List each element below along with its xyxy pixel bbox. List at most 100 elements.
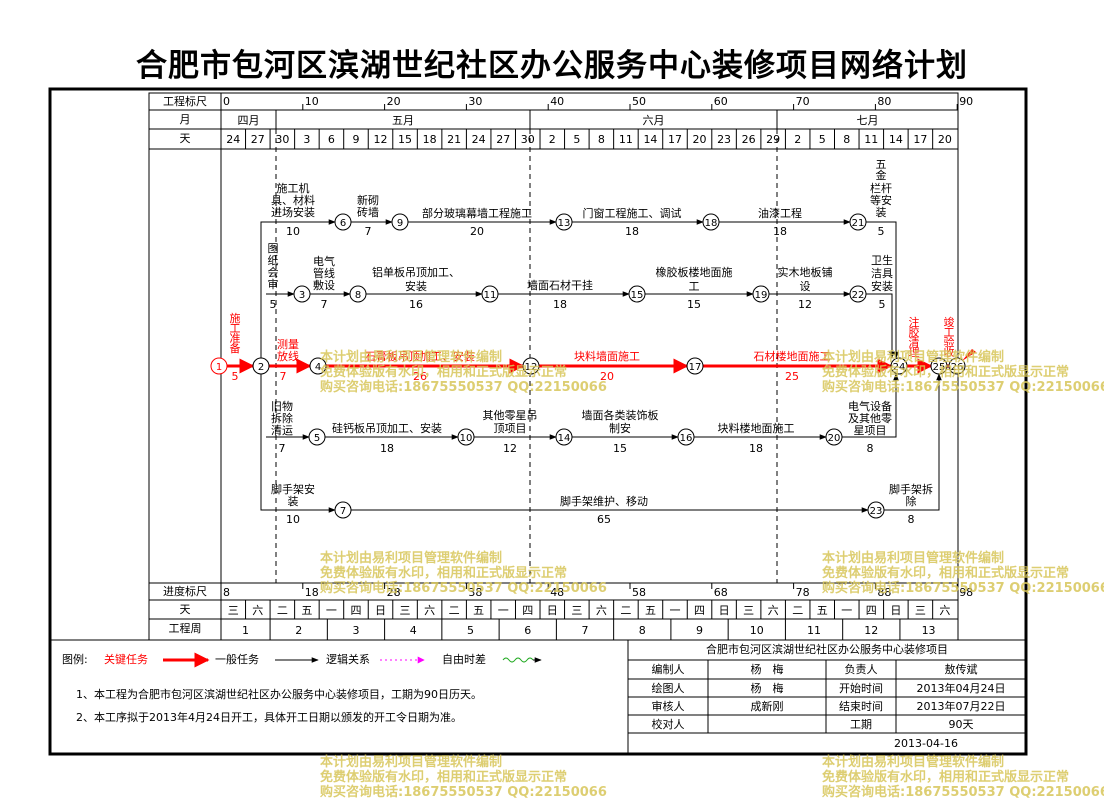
- event-node-number: 6: [340, 218, 346, 229]
- activity-label: 脚手架拆: [889, 482, 933, 496]
- day-label: 11: [864, 133, 878, 146]
- scale-tick-label: 80: [877, 95, 891, 108]
- event-node: [481, 285, 499, 303]
- critical-activity-label: 理: [909, 346, 920, 359]
- event-node-number: 17: [689, 362, 702, 373]
- activity-label: 审: [268, 277, 279, 291]
- info-table-frame: [627, 640, 1026, 754]
- progress-tick-label: 48: [550, 586, 564, 599]
- info-date: 2013-04-16: [894, 737, 958, 750]
- month-label: 五月: [392, 114, 414, 127]
- week-label: 13: [922, 624, 936, 637]
- activity-label: 墙面各类装饰板: [582, 408, 659, 422]
- activity-duration: 5: [270, 298, 277, 311]
- activity-label: 栏杆: [870, 181, 892, 195]
- event-node-number: 25: [933, 362, 946, 373]
- scale-tick-label: 0: [223, 95, 230, 108]
- event-node-number: 16: [680, 433, 693, 444]
- event-node: [825, 428, 843, 446]
- activity-duration: 5: [878, 225, 885, 238]
- event-node: [293, 285, 311, 303]
- info-start: 2013年04月24日: [916, 682, 1006, 695]
- week-row-label: 工程周: [168, 622, 202, 635]
- activity-label: 装: [876, 206, 887, 219]
- info-reviewer-label: 审核人: [651, 700, 685, 713]
- day-label: 27: [496, 133, 510, 146]
- event-node: [210, 357, 228, 375]
- scale-tick-label: 20: [387, 95, 401, 108]
- activity-duration: 15: [687, 298, 701, 311]
- event-node: [890, 357, 908, 375]
- day-label: 20: [938, 133, 952, 146]
- task-arrow: [866, 221, 899, 359]
- week-label: 4: [410, 624, 417, 637]
- weekday-label: 日: [547, 604, 558, 617]
- critical-activity-label: 工: [944, 326, 955, 339]
- weekday-label: 四: [350, 604, 361, 617]
- week-label: 12: [864, 624, 878, 637]
- info-end-label: 结束时间: [839, 700, 883, 713]
- scale-tick-label: 70: [796, 95, 810, 108]
- note-2: 2、本工序拟于2013年4月24日开工，具体开工日期以颁发的开工令日期为准。: [76, 711, 462, 724]
- progress-tick-label: 68: [714, 586, 728, 599]
- event-node-number: 7: [340, 506, 346, 517]
- task-arrow: [260, 374, 336, 513]
- day-label: 6: [328, 133, 335, 146]
- weekday-label: 五: [645, 604, 656, 617]
- activity-duration: 18: [380, 442, 394, 455]
- week-label: 2: [295, 624, 302, 637]
- day-label: 5: [819, 133, 826, 146]
- legend-critical: 关键任务: [104, 653, 148, 666]
- activity-duration: 18: [773, 225, 787, 238]
- event-node: [849, 285, 867, 303]
- event-node-number: 10: [460, 433, 473, 444]
- event-node: [522, 357, 540, 375]
- activity-label: 其他零星吊: [483, 409, 538, 422]
- activity-label: 门窗工程施工、调试: [583, 206, 682, 220]
- day-row-label: 天: [179, 132, 191, 145]
- activity-duration: 18: [625, 225, 639, 238]
- activity-label: 电气设备: [848, 399, 892, 413]
- activity-label: 会: [268, 266, 279, 279]
- event-node: [309, 357, 327, 375]
- weekday-label: 日: [890, 604, 901, 617]
- activity-label: 墙面石材干挂: [527, 278, 593, 292]
- week-label: 9: [696, 624, 703, 637]
- activity-duration: 15: [613, 442, 627, 455]
- weekday-label: 一: [498, 604, 509, 617]
- event-node-number: 3: [299, 290, 305, 301]
- week-label: 11: [807, 624, 821, 637]
- event-node-number: 14: [558, 433, 571, 444]
- activity-label: 设: [800, 280, 811, 293]
- activity-label: 金: [876, 168, 887, 182]
- activity-label: 进场安装: [271, 205, 315, 219]
- event-node: [702, 213, 720, 231]
- event-node-number: 2: [258, 362, 264, 373]
- event-node-number: 8: [355, 290, 361, 301]
- info-editor-label: 编制人: [651, 663, 685, 676]
- activity-label: 顶项目: [494, 422, 527, 435]
- day-label: 24: [226, 133, 240, 146]
- event-node-number: 18: [705, 218, 718, 229]
- activity-duration: 10: [286, 513, 300, 526]
- event-node: [686, 357, 704, 375]
- critical-activity-label: 注: [909, 315, 920, 329]
- activity-duration: 12: [798, 298, 812, 311]
- activity-duration: 18: [749, 442, 763, 455]
- activity-label: 旧物: [271, 399, 293, 413]
- legend-free-float: 自由时差: [442, 653, 486, 666]
- day-label: 29: [766, 133, 780, 146]
- activity-label: 星项目: [854, 424, 887, 437]
- info-project: 合肥市包河区滨湖世纪社区办公服务中心装修项目: [706, 643, 948, 656]
- activity-labels: 施工准备5测量放线7石膏板吊顶加工、安装26块料墙面施工20石材楼地面施工25注…: [230, 158, 955, 526]
- day-label: 9: [352, 133, 359, 146]
- month-label: 六月: [643, 114, 665, 127]
- event-node-number: 22: [852, 290, 865, 301]
- weekday-label: 六: [424, 604, 435, 617]
- scale-row-label: 工程标尺: [163, 95, 207, 108]
- weekday-label: 三: [400, 604, 411, 617]
- day-label: 17: [913, 133, 927, 146]
- event-node: [948, 357, 966, 375]
- critical-activity-label: 施: [230, 312, 241, 325]
